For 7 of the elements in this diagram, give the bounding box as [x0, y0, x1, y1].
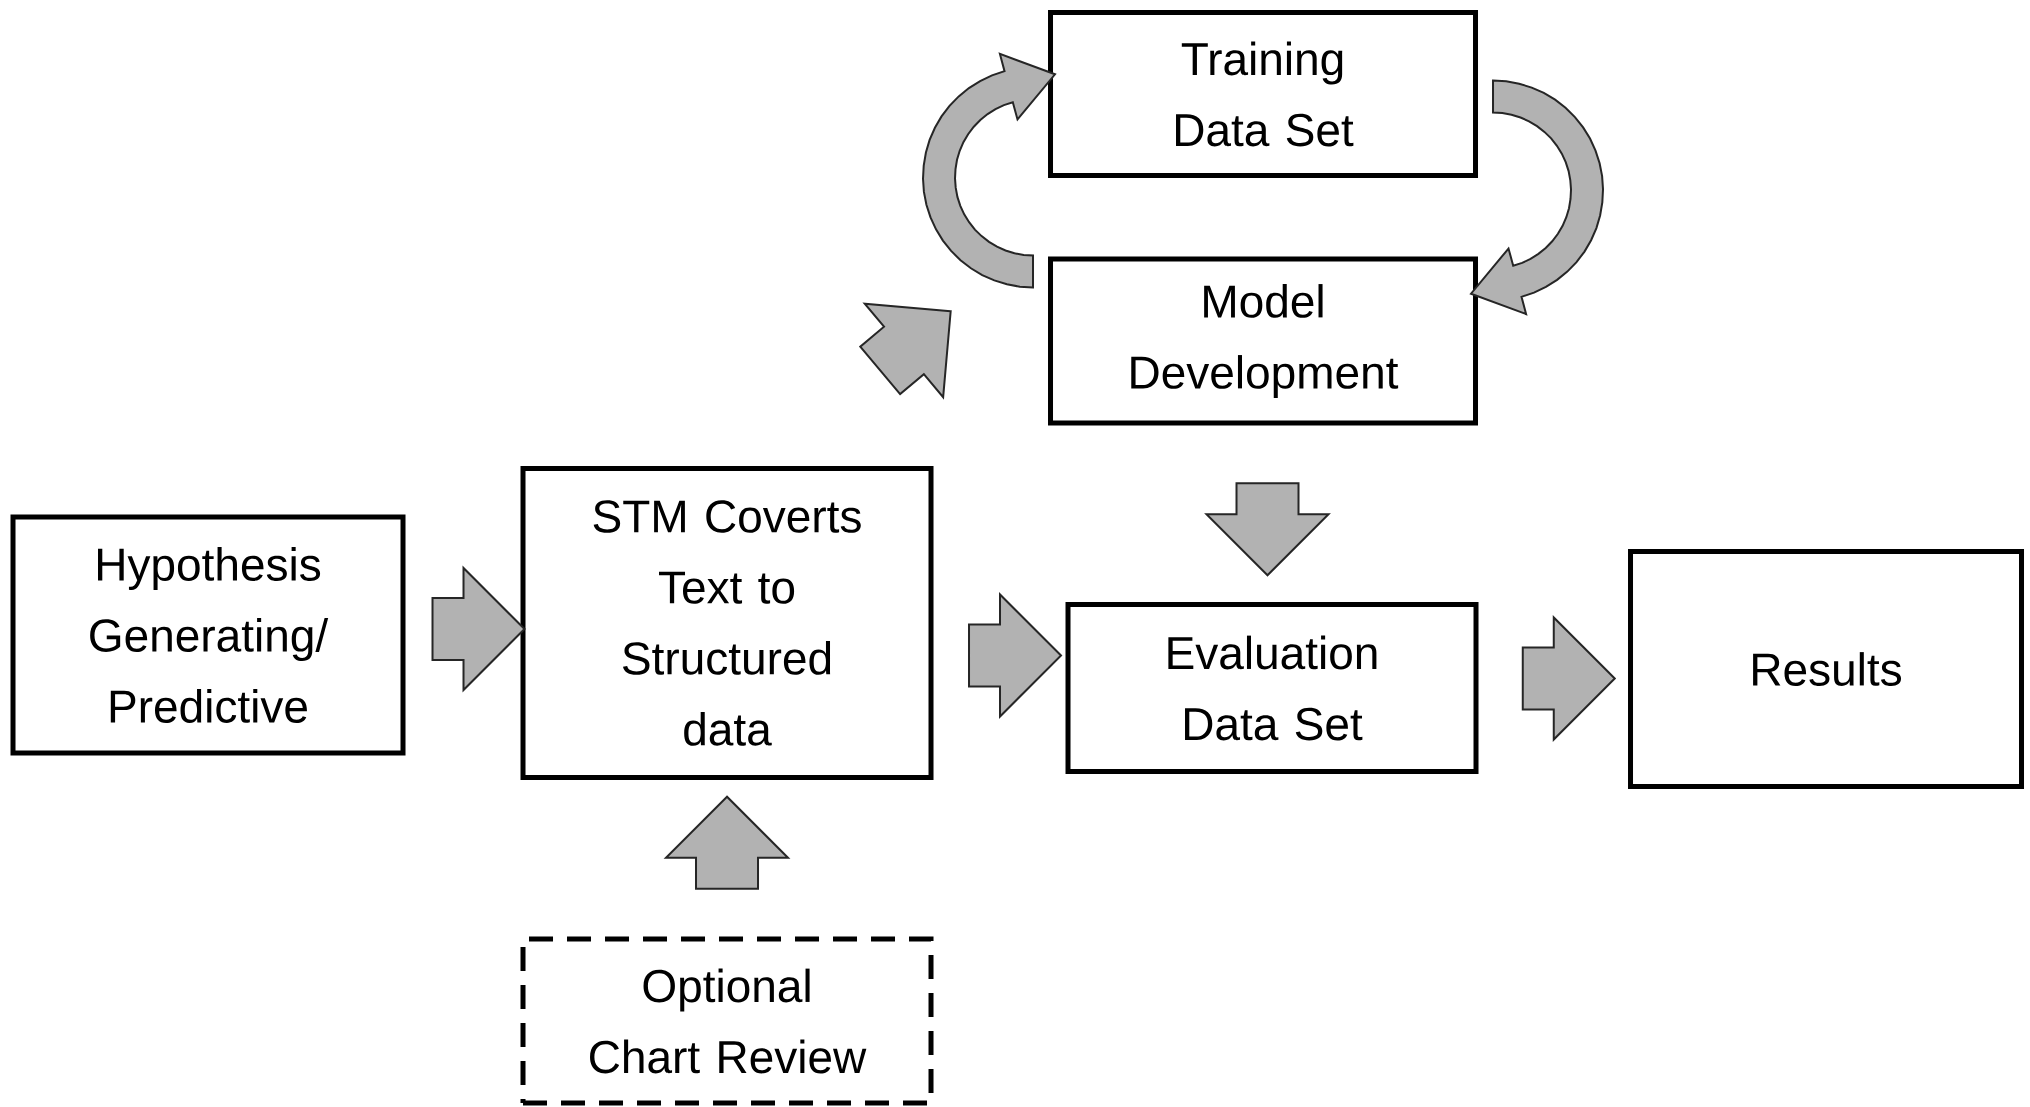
process-box: STM Coverts Text to Structured data — [520, 466, 934, 780]
process-box: Evaluation Data Set — [1065, 602, 1479, 774]
process-box: Model Development — [1048, 256, 1478, 426]
process-box: Optional Chart Review — [520, 936, 934, 1106]
process-box: Hypothesis Generating/ Predictive — [10, 514, 406, 756]
process-box: Results — [1628, 549, 2024, 789]
process-box: Training Data Set — [1048, 10, 1478, 178]
